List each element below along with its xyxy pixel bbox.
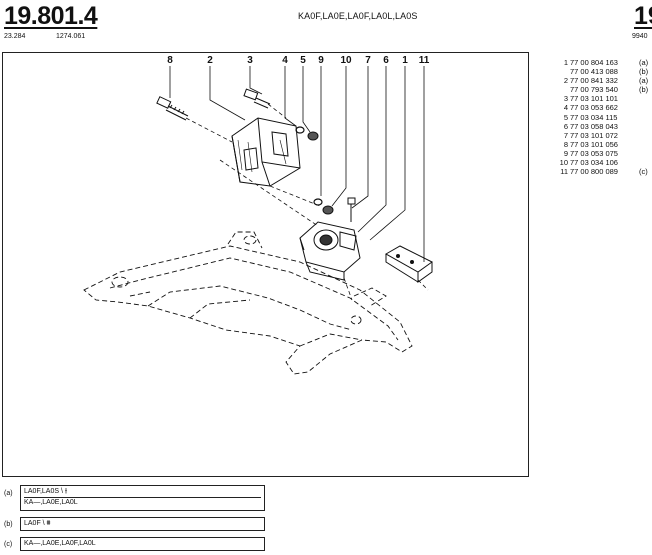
legend-key-c: (c): [4, 541, 13, 548]
variant-codes: KA0F,LA0E,LA0F,LA0L,LA0S: [298, 11, 418, 21]
legend-a-line-2: KA—,LA0E,LA0L: [24, 499, 78, 506]
part-number: 2: [563, 76, 568, 86]
part-reference: 77 00 793 540: [570, 85, 618, 95]
callout-2: 2: [207, 55, 213, 66]
legend-box-c: KA—,LA0E,LA0F,LA0L: [20, 537, 265, 551]
part-reference: 77 03 053 075: [570, 148, 618, 158]
part-number: 6: [563, 121, 568, 131]
parts-row: 77 00 413 088 (b): [548, 67, 652, 76]
callout-10: 10: [340, 55, 352, 66]
bolt-8-icon: [156, 96, 189, 121]
part-reference: 77 00 800 089: [570, 167, 618, 177]
parts-row: 77 00 793 540 (b): [548, 85, 652, 94]
legend-b-line-1: LA0F \ ⩩: [24, 520, 51, 527]
callout-7: 7: [365, 55, 371, 66]
callout-9: 9: [318, 55, 324, 66]
callout-6: 6: [383, 55, 389, 66]
callout-3: 3: [247, 55, 253, 66]
sub-code-mid: 1274.061: [56, 33, 86, 40]
legend-box-b: LA0F \ ⩩: [20, 517, 265, 531]
part-reference: 77 03 053 662: [570, 103, 618, 113]
part-number: 7: [563, 130, 568, 140]
callout-11: 11: [418, 55, 430, 66]
nut-5-icon: [307, 131, 319, 141]
part-number: 8: [563, 139, 568, 149]
part-note: (a): [639, 58, 649, 67]
callout-1: 1: [402, 55, 408, 66]
bolt-3-icon: [243, 88, 271, 109]
part-reference: 77 03 034 106: [570, 158, 618, 168]
part-number: 9: [563, 148, 568, 158]
part-reference: 77 00 413 088: [570, 67, 618, 77]
legend-a-line-1: LA0F,LA0S \ ⫲: [24, 487, 261, 498]
legend-c-line-1: KA—,LA0E,LA0F,LA0L: [24, 540, 96, 547]
part-note: (b): [639, 85, 649, 95]
part-reference: 77 00 804 163: [570, 58, 618, 67]
engine-mount-6-icon: [299, 221, 361, 281]
sub-code-left: 23.284: [4, 33, 26, 40]
subframe-icon: [83, 231, 413, 375]
callout-4: 4: [282, 55, 288, 66]
legend-key-a: (a): [4, 490, 13, 497]
sub-code-right: 9940: [632, 33, 648, 40]
part-number: 5: [563, 112, 568, 122]
legend-box-a: LA0F,LA0S \ ⫲ KA—,LA0E,LA0L: [20, 485, 265, 511]
callout-8: 8: [167, 55, 173, 66]
diagram-frame: [2, 52, 529, 477]
washer-9-icon: [313, 198, 323, 206]
part-number: 11: [560, 167, 568, 177]
part-reference: 77 03 058 043: [570, 121, 618, 131]
part-number: 1: [563, 58, 568, 67]
page-code: 19.801.4: [4, 2, 98, 30]
part-number: 3: [563, 94, 568, 104]
part-note: (b): [639, 67, 649, 77]
part-reference: 77 03 034 115: [570, 112, 618, 122]
nut-10-icon: [322, 205, 334, 215]
part-number: 4: [563, 103, 568, 113]
part-reference: 77 03 101 072: [570, 130, 618, 140]
part-number: 10: [559, 158, 568, 168]
part-note: (a): [639, 76, 649, 86]
legend-key-b: (b): [4, 521, 13, 528]
bracket-11-icon: [384, 245, 433, 283]
bolt-7-icon: [347, 197, 356, 222]
washer-4-icon: [295, 126, 305, 134]
page-code-next: 19: [634, 2, 652, 30]
part-note: (c): [639, 167, 648, 177]
part-reference: 77 03 101 101: [570, 94, 618, 104]
bracket-2-icon: [231, 117, 301, 187]
part-reference: 77 00 841 332: [570, 76, 618, 86]
part-reference: 77 03 101 056: [570, 139, 618, 149]
callout-5: 5: [300, 55, 306, 66]
